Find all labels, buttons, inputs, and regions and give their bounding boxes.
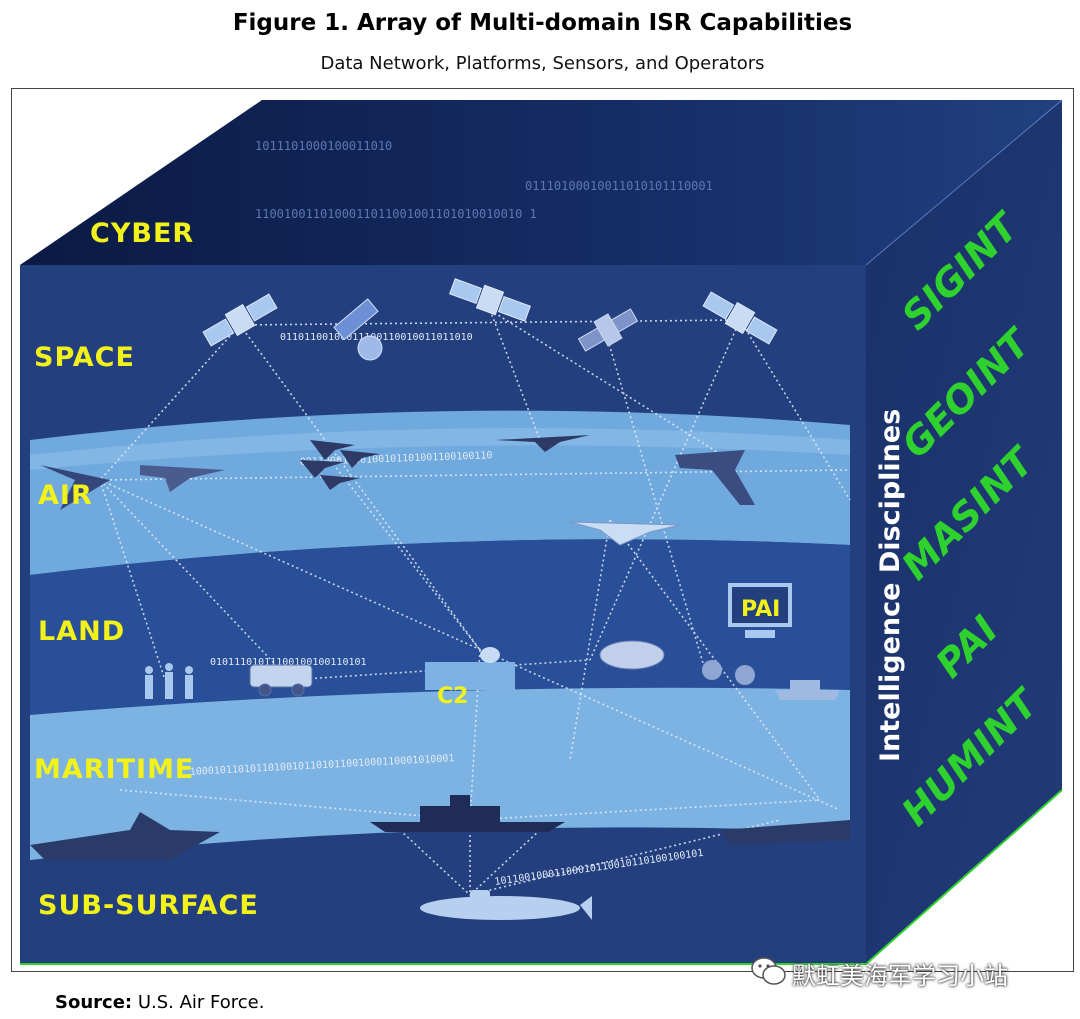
warship-icon — [720, 820, 850, 845]
domain-label-space: SPACE — [34, 342, 135, 373]
figure-subtitle: Data Network, Platforms, Sensors, and Op… — [320, 53, 765, 74]
infantry-icon — [702, 660, 755, 685]
binary-cyber-3: 1100100110100011011001001101010010010 1 — [255, 207, 537, 221]
figure-title: Figure 1. Array of Multi-domain ISR Capa… — [232, 10, 853, 36]
domain-label-cyber: CYBER — [90, 218, 194, 249]
satellite-icon — [702, 291, 778, 345]
pai-monitor-icon — [728, 583, 792, 638]
watermark-text: 默虹美海军学习小站 — [792, 962, 1008, 990]
warship-icon — [30, 812, 220, 860]
land-band — [30, 539, 850, 715]
domain-label-air: AIR — [38, 480, 93, 511]
source-label: Source: — [55, 992, 133, 1013]
source-note: Source: U.S. Air Force. — [55, 992, 264, 1013]
satellite-icon — [577, 308, 639, 352]
domain-label-maritime: MARITIME — [34, 754, 194, 785]
domain-label-land: LAND — [38, 616, 125, 647]
stealth-bomber-icon — [40, 465, 110, 510]
c2-node-label: C2 — [437, 684, 468, 709]
pai-node-label: PAI — [741, 597, 780, 622]
fortified-base-icon — [599, 640, 665, 670]
binary-cyber-2: 01110100010011010101110001 — [525, 179, 713, 193]
humvee-icon — [249, 664, 313, 697]
soldier-icon — [145, 663, 193, 699]
binary-cyber-1: 1011101000100011010 — [255, 139, 392, 153]
surveillance-aircraft-icon — [675, 450, 755, 505]
intelligence-disciplines-heading: Intelligence Disciplines — [875, 409, 906, 762]
wechat-icon — [751, 957, 786, 985]
source-text: U.S. Air Force. — [137, 992, 265, 1013]
fighter-formation-icon — [300, 440, 380, 490]
maritime-band — [30, 687, 850, 860]
submarine-icon — [420, 890, 592, 920]
binary-land-link: 01011101011100100100110101 — [210, 657, 367, 668]
armored-vehicle-icon — [775, 680, 840, 700]
satellite-icon — [333, 298, 383, 361]
tanker-aircraft-icon — [569, 521, 681, 546]
domain-label-subsurface: SUB-SURFACE — [38, 890, 259, 921]
satellite-icon — [449, 278, 531, 322]
drone-icon — [495, 435, 590, 452]
cube-top-face — [20, 100, 1062, 265]
fighter-jet-icon — [140, 465, 225, 492]
command-center-icon — [425, 647, 515, 690]
destroyer-icon — [370, 795, 565, 832]
figure-frame — [11, 88, 1074, 972]
satellite-icon — [202, 293, 278, 347]
cube-side-face — [866, 100, 1062, 964]
